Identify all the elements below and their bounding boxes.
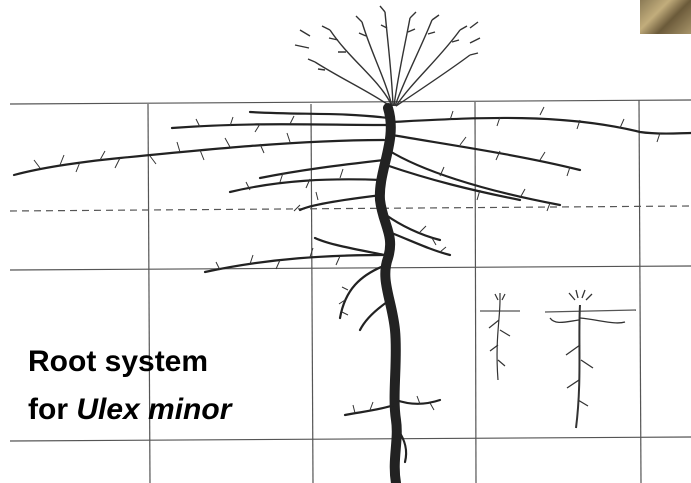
photo-thumbnail bbox=[640, 0, 691, 34]
caption-line-1: Root system bbox=[28, 338, 231, 386]
caption-line-2: for Ulex minor bbox=[28, 386, 231, 434]
caption: Root system for Ulex minor bbox=[28, 338, 231, 434]
ground-depth-dashed-line bbox=[10, 206, 691, 211]
seedling-small bbox=[480, 293, 520, 380]
seedling-large bbox=[545, 290, 636, 428]
shrub-canopy bbox=[295, 6, 480, 106]
species-name: Ulex minor bbox=[76, 393, 231, 426]
caption-prefix: for bbox=[28, 393, 76, 426]
